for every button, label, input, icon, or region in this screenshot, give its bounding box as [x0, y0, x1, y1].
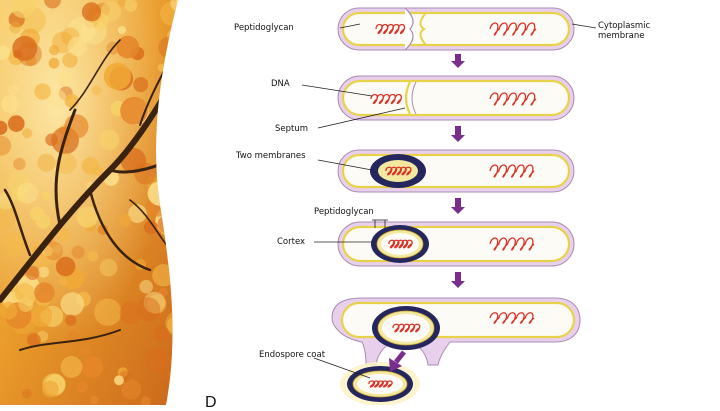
free-endospore	[340, 362, 420, 405]
stage-4-dna-spore	[388, 239, 413, 249]
arrow-4	[451, 272, 465, 288]
free-endospore-dna	[368, 380, 393, 388]
leader-cytoplasmic-membrane	[571, 23, 597, 29]
label-peptidoglycan-mid: Peptidoglycan	[314, 207, 374, 217]
stage-2-septum	[404, 81, 411, 115]
stage-1-constriction	[404, 7, 414, 51]
arrow-2	[451, 126, 465, 142]
arrow-3	[451, 198, 465, 214]
label-cortex: Cortex	[277, 237, 306, 247]
stage-1-dna-right	[489, 22, 537, 36]
label-endospore-coat: Endospore coat	[259, 350, 326, 360]
stage-arrows	[389, 54, 465, 372]
stage-5-cell	[331, 297, 581, 366]
stage-4-dna-mother	[489, 237, 535, 251]
stage-4-spore-core	[381, 233, 419, 255]
stage-5-dna-spore	[392, 323, 421, 333]
label-peptidoglycan: Peptidoglycan	[234, 23, 294, 33]
stage-1-dna-left	[375, 23, 406, 35]
label-septum: Septum	[275, 124, 309, 134]
stage-2-dna-right	[489, 92, 537, 106]
stage-2-septum-wall	[411, 81, 417, 115]
stage-3-dna-forespore	[385, 166, 412, 176]
arrow-release	[389, 350, 406, 372]
leader-endospore-coat	[313, 357, 371, 379]
autumn-leaves-photo	[0, 0, 178, 405]
stage-2-cell	[337, 75, 575, 121]
leader-dna	[301, 84, 373, 97]
label-cytoplasmic-membrane: Cytoplasmic membrane	[598, 21, 651, 41]
stage-5-dna-mother	[489, 312, 535, 324]
stage-1-cell	[337, 7, 575, 51]
footer-text: D	[205, 394, 217, 411]
stage-3-dna-mother	[489, 164, 535, 178]
leader-peptidoglycan-top	[339, 23, 361, 29]
leader-septum	[317, 107, 406, 129]
arrow-1	[451, 54, 465, 68]
stage-1-membrane	[341, 11, 571, 47]
stage-2-membrane	[341, 79, 571, 117]
stage-3-cell	[337, 149, 575, 193]
stage-1-septum-start	[419, 12, 427, 46]
free-endospore-body-core	[357, 374, 403, 394]
stage-2-dna-left	[370, 93, 402, 105]
label-two-membranes: Two membranes	[236, 151, 306, 161]
sporulation-diagram	[331, 7, 581, 405]
stage-4-cell	[337, 221, 575, 267]
leader-two-membranes	[317, 159, 373, 171]
stage-5-spore-core	[382, 314, 430, 342]
label-dna: DNA	[271, 79, 290, 89]
stage-3-forespore-core	[378, 160, 418, 182]
leader-lines	[301, 23, 597, 379]
